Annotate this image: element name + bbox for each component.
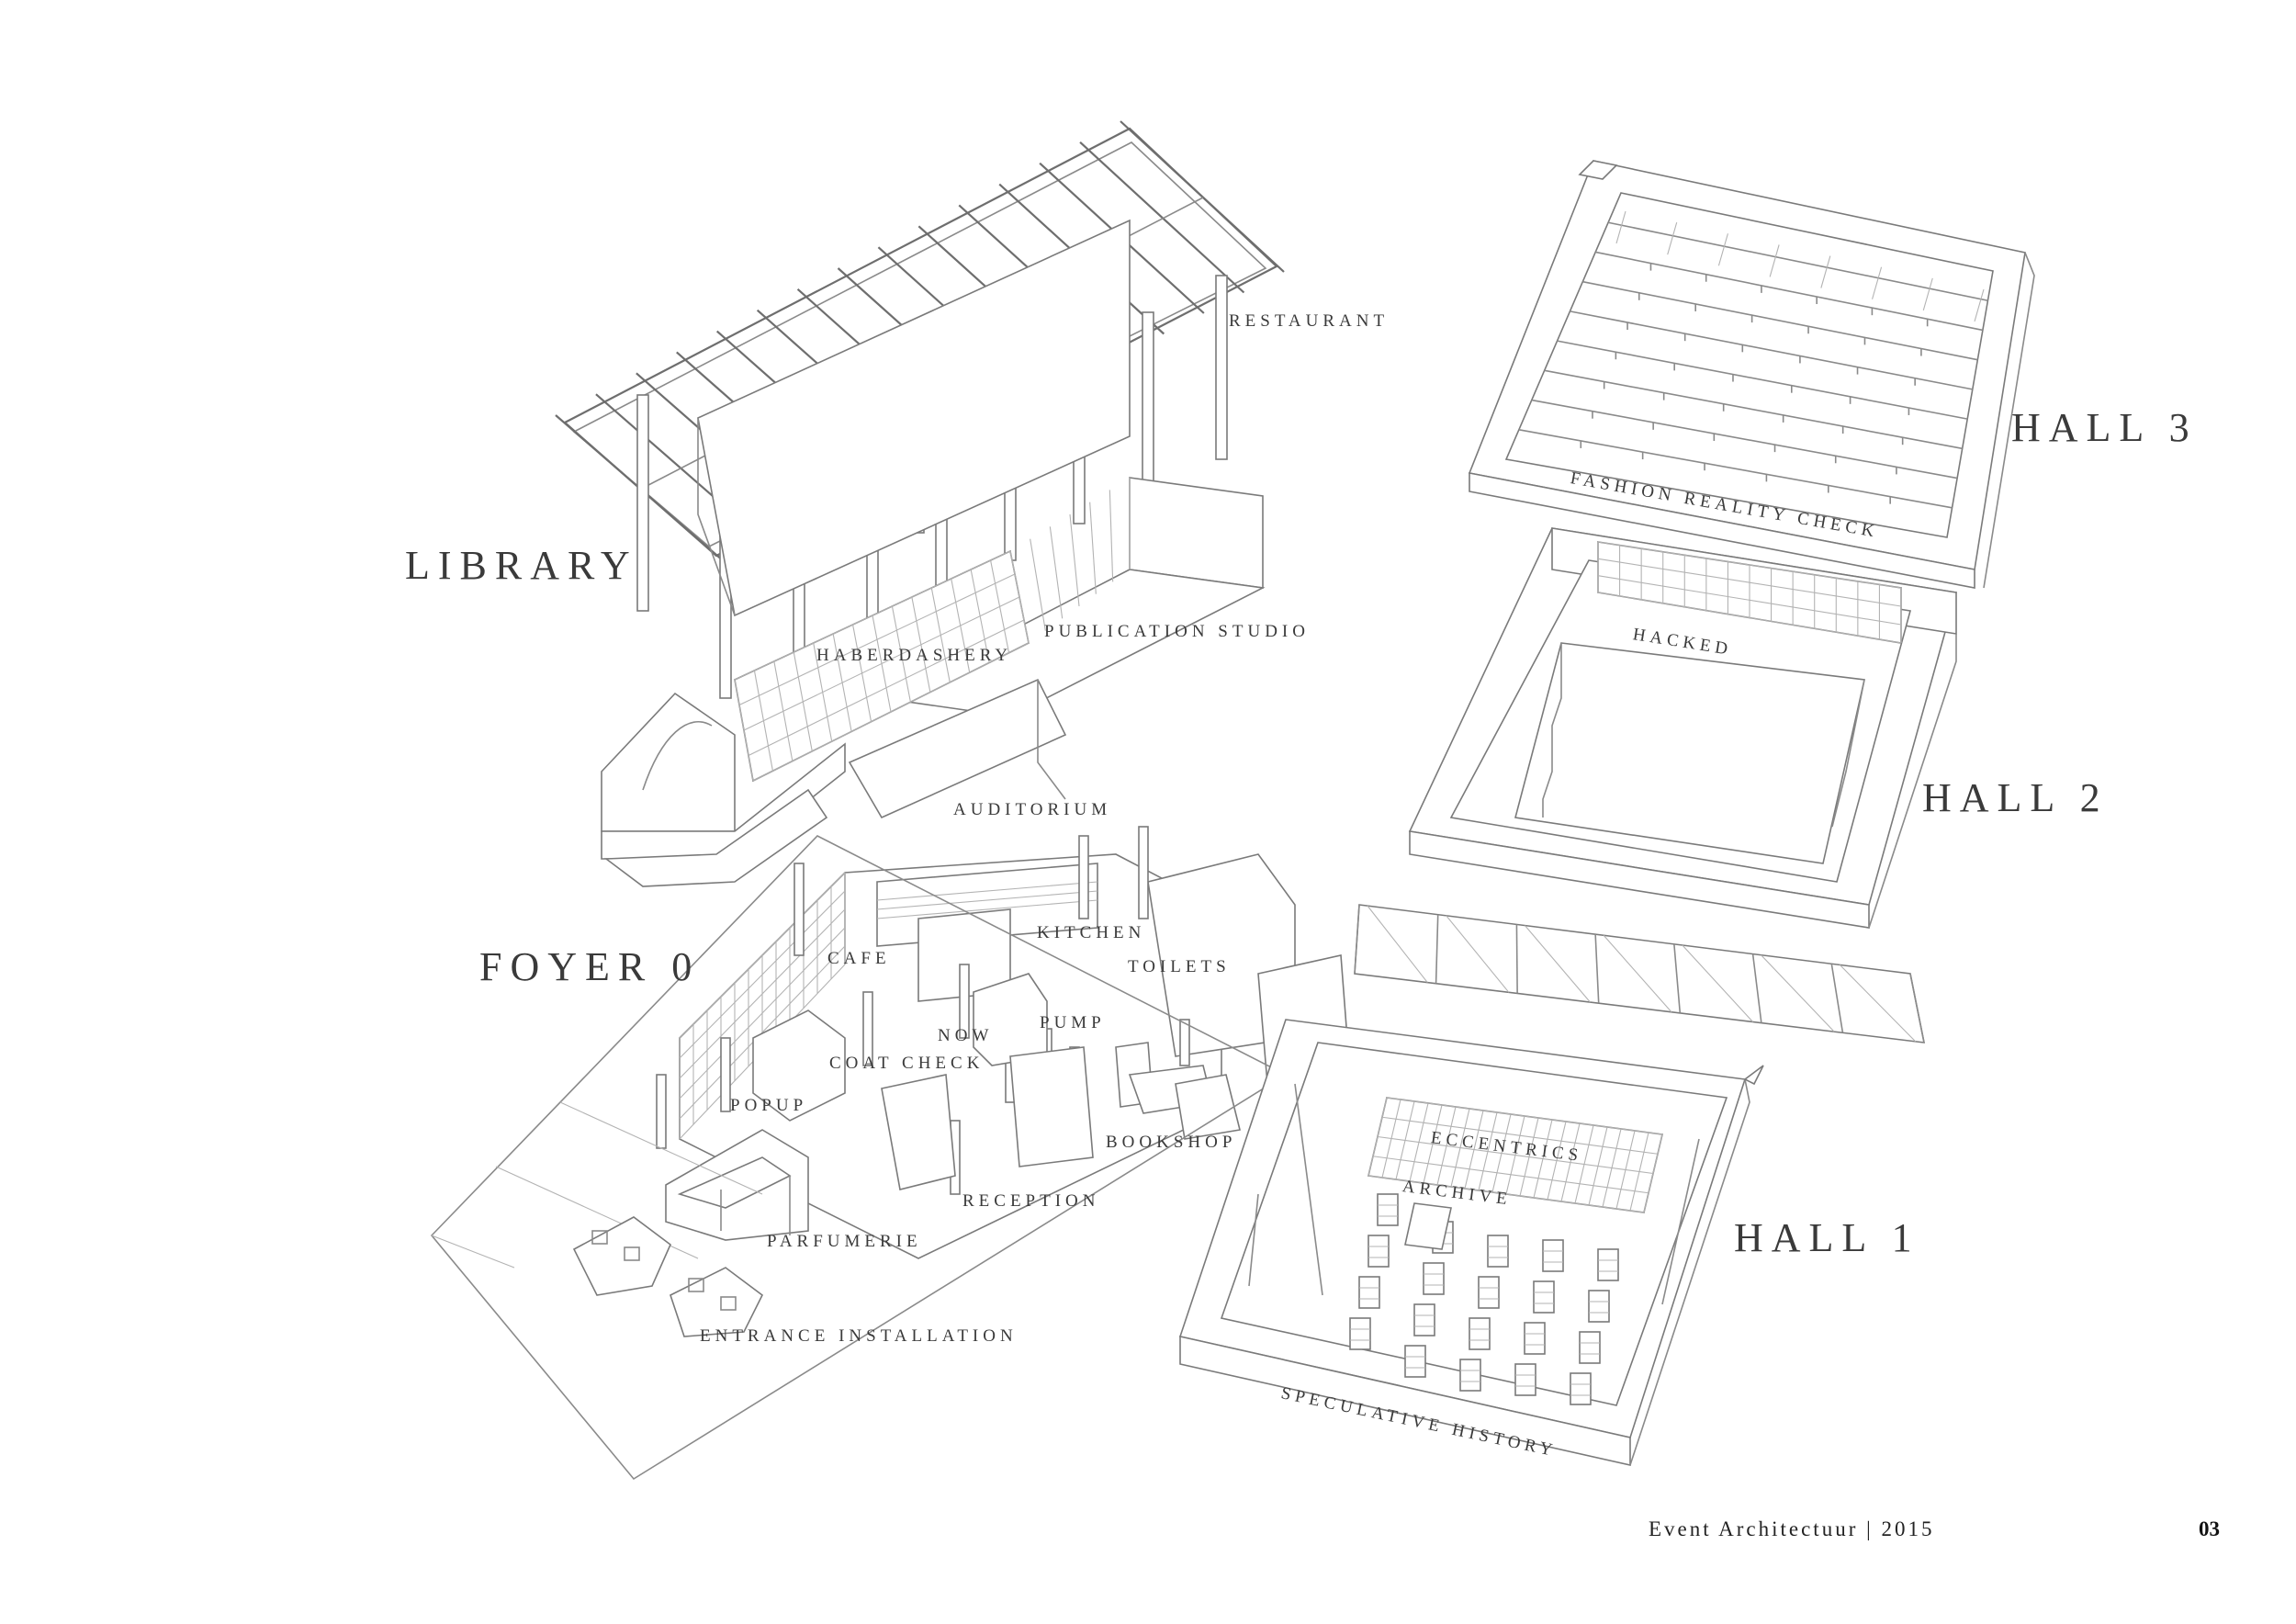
hall1-building xyxy=(1178,904,1926,1466)
hall3-label: HALL 3 xyxy=(2011,405,2198,450)
pump-label: PUMP xyxy=(1040,1013,1106,1032)
library-label: LIBRARY xyxy=(405,543,638,588)
coat-check-label: COAT CHECK xyxy=(829,1054,985,1073)
publication-studio-label: PUBLICATION STUDIO xyxy=(1044,622,1310,641)
hall1-label: HALL 1 xyxy=(1734,1215,1920,1260)
entrance-installation-label: ENTRANCE INSTALLATION xyxy=(700,1326,1018,1346)
hall2-label: HALL 2 xyxy=(1922,775,2109,820)
haberdashery-label: HABERDASHERY xyxy=(816,646,1013,665)
footer-title: Event Architectuur | 2015 xyxy=(1649,1517,1935,1540)
now-label: NOW xyxy=(938,1026,994,1045)
hall3-building xyxy=(1468,160,2035,589)
pavilion xyxy=(601,692,846,887)
reception-label: RECEPTION xyxy=(962,1191,1100,1211)
library-glazing xyxy=(734,478,1131,782)
cafe-label: CAFE xyxy=(827,949,891,968)
page-number: 03 xyxy=(2199,1517,2220,1540)
bookshop-label: BOOKSHOP xyxy=(1106,1133,1237,1152)
toilets-label: TOILETS xyxy=(1128,957,1231,976)
auditorium-label: AUDITORIUM xyxy=(953,800,1112,819)
foyer0-label: FOYER 0 xyxy=(479,944,701,989)
popup-label: POPUP xyxy=(730,1096,808,1115)
library-volume xyxy=(697,219,1266,819)
kitchen-label: KITCHEN xyxy=(1037,923,1146,942)
hall2-building xyxy=(1408,527,1958,929)
parfumerie-label: PARFUMERIE xyxy=(767,1232,922,1251)
restaurant-label: RESTAURANT xyxy=(1229,311,1390,331)
entrance-plaza xyxy=(430,835,1288,1481)
